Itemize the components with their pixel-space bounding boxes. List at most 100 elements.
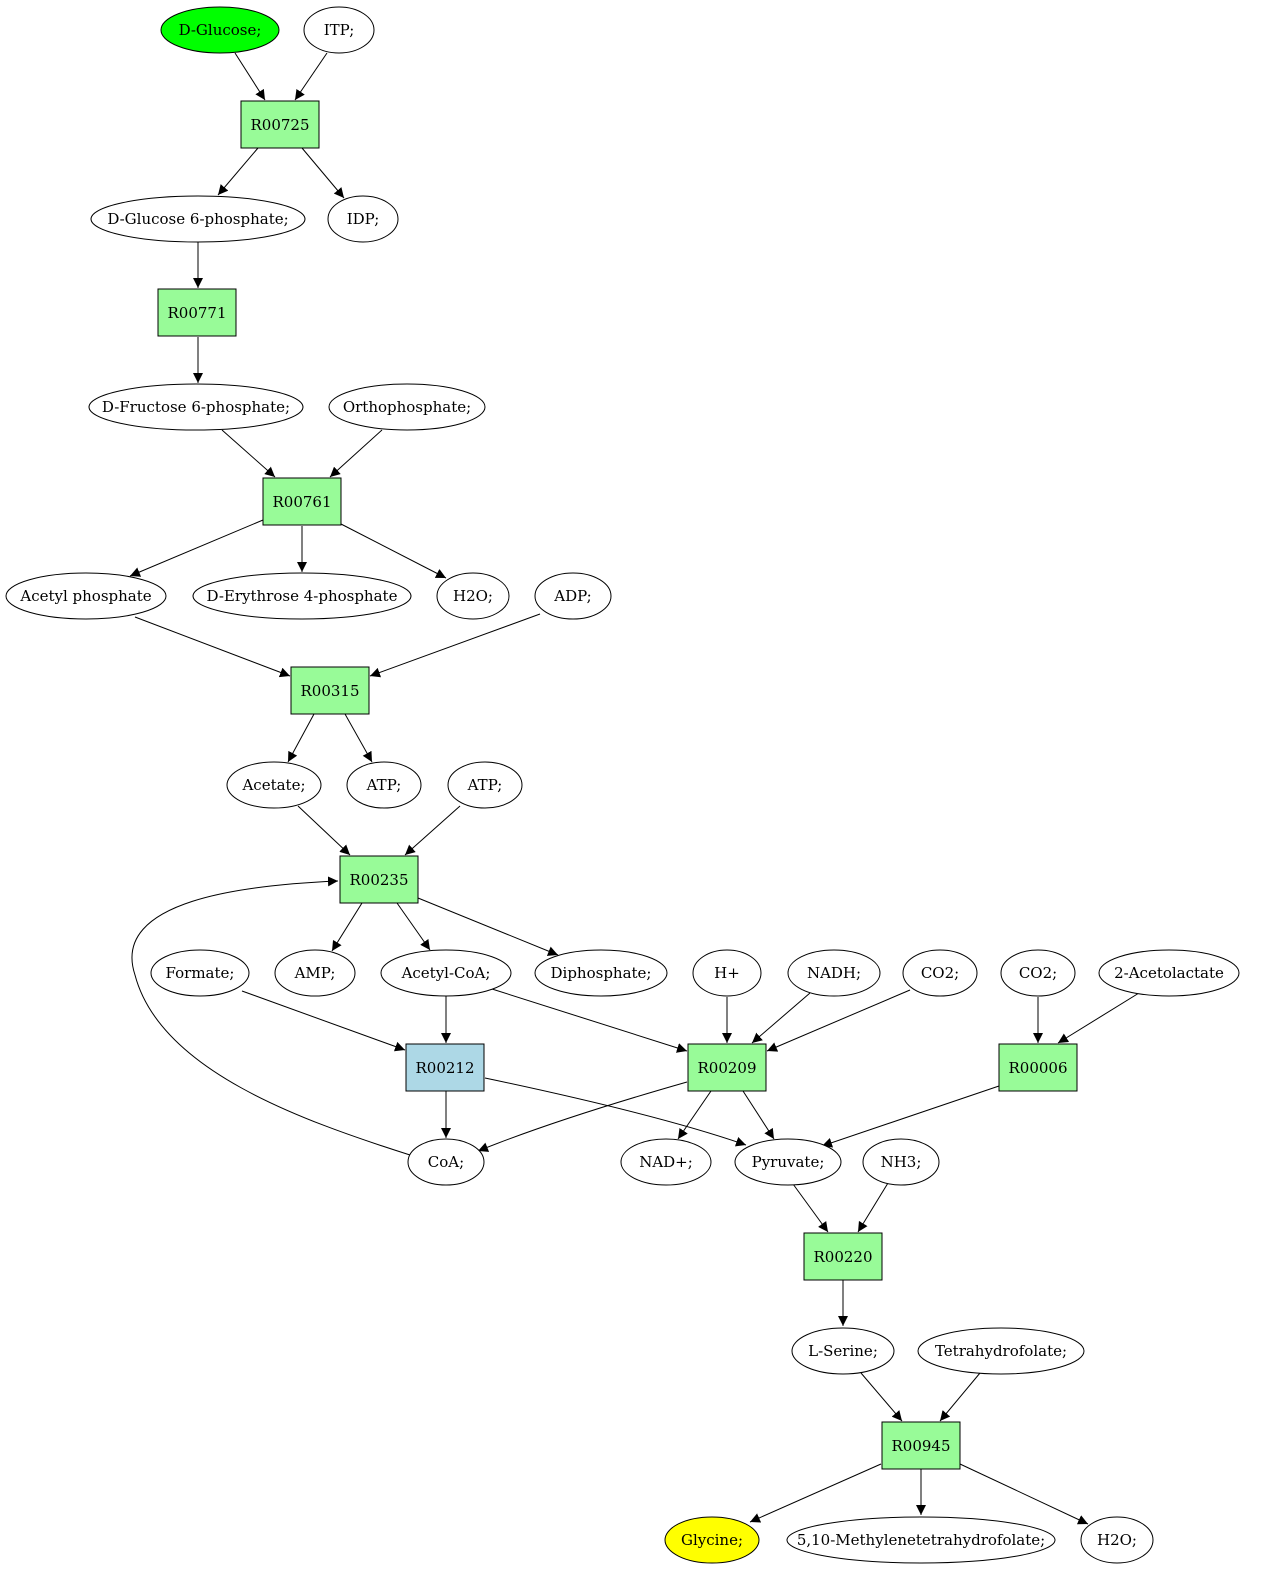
reaction-label: R00945	[891, 1437, 950, 1455]
node-coa[interactable]: CoA;	[407, 1138, 485, 1186]
node-label: ATP;	[467, 776, 503, 794]
reaction-r00761[interactable]: R00761	[262, 477, 342, 526]
edge-r00945-h2o	[959, 1463, 1089, 1525]
node-label: Formate;	[166, 964, 235, 982]
node-label: H2O;	[1097, 1531, 1137, 1549]
edge-r00212-pyruvate	[484, 1077, 747, 1147]
reaction-label: R00235	[349, 871, 408, 889]
node-nad-plus[interactable]: NAD+;	[620, 1138, 712, 1186]
node-h2o-1[interactable]: H2O;	[436, 572, 510, 620]
edge-pyruvate-r00220	[792, 1183, 829, 1233]
edge-r00209-coa	[477, 1081, 688, 1152]
edge-thf-r00945	[939, 1372, 981, 1422]
reaction-r00209[interactable]: R00209	[687, 1043, 767, 1092]
edge-r00315-acetate	[287, 713, 315, 763]
node-d-glucose[interactable]: D-Glucose;	[160, 6, 280, 54]
node-label: NAD+;	[639, 1153, 693, 1171]
reaction-r00220[interactable]: R00220	[803, 1232, 883, 1281]
node-d-fructose-6-phosphate[interactable]: D-Fructose 6-phosphate;	[88, 383, 304, 431]
edge-d-glucose-r00725	[234, 52, 266, 101]
node-label: NADH;	[807, 964, 861, 982]
node-atp-1[interactable]: ATP;	[346, 761, 422, 809]
node-adp[interactable]: ADP;	[534, 572, 612, 620]
node-glycine[interactable]: Glycine;	[664, 1516, 760, 1564]
node-acetyl-coa[interactable]: Acetyl-CoA;	[380, 949, 512, 997]
edge-nh3-r00220	[857, 1182, 889, 1233]
node-label: ATP;	[366, 776, 402, 794]
edges	[129, 52, 1140, 1525]
reaction-r00315[interactable]: R00315	[290, 666, 370, 715]
node-label: CO2;	[921, 964, 959, 982]
node-acetate[interactable]: Acetate;	[226, 761, 322, 809]
node-label: AMP;	[294, 964, 336, 982]
node-d-erythrose-4-phosphate[interactable]: D-Erythrose 4-phosphate	[192, 572, 412, 620]
node-diphosphate[interactable]: Diphosphate;	[534, 949, 668, 997]
node-label: CO2;	[1019, 964, 1057, 982]
node-label: ADP;	[553, 587, 591, 605]
edge-acetate-r00235	[297, 805, 351, 856]
edge-r00235-amp	[331, 902, 363, 952]
edge-r00945-glycine	[749, 1463, 882, 1523]
node-h-plus[interactable]: H+	[692, 949, 762, 997]
reaction-r00212[interactable]: R00212	[405, 1043, 485, 1092]
reaction-label: R00725	[250, 116, 309, 134]
node-idp[interactable]: IDP;	[327, 195, 399, 243]
node-co2-1[interactable]: CO2;	[902, 949, 978, 997]
node-formate[interactable]: Formate;	[150, 949, 250, 997]
edge-acetylcoa-r00209	[491, 988, 688, 1053]
node-label: 2-Acetolactate	[1114, 964, 1224, 982]
node-nadh[interactable]: NADH;	[787, 949, 881, 997]
node-amp[interactable]: AMP;	[274, 949, 356, 997]
node-tetrahydrofolate[interactable]: Tetrahydrofolate;	[917, 1327, 1085, 1375]
edge-r00209-nad	[677, 1090, 712, 1140]
node-5-10-methylenetetrahydrofolate[interactable]: 5,10-Methylenetetrahydrofolate;	[786, 1516, 1056, 1564]
node-label: Diphosphate;	[551, 964, 652, 982]
reaction-r00235[interactable]: R00235	[339, 855, 419, 904]
edge-formate-r00212	[241, 990, 406, 1052]
node-label: D-Glucose;	[179, 21, 262, 39]
node-acetyl-phosphate[interactable]: Acetyl phosphate	[5, 572, 167, 620]
node-label: D-Erythrose 4-phosphate	[207, 587, 398, 605]
reaction-label: R00771	[167, 304, 226, 322]
node-co2-2[interactable]: CO2;	[1000, 949, 1076, 997]
edge-coa-r00235	[131, 876, 411, 1156]
node-l-serine[interactable]: L-Serine;	[791, 1327, 895, 1375]
node-label: 5,10-Methylenetetrahydrofolate;	[797, 1531, 1045, 1549]
node-nh3[interactable]: NH3;	[862, 1138, 940, 1186]
node-label: D-Glucose 6-phosphate;	[107, 210, 288, 228]
reaction-r00006[interactable]: R00006	[998, 1043, 1078, 1092]
edge-acetylphosphate-r00315	[134, 616, 291, 678]
node-d-glucose-6-phosphate[interactable]: D-Glucose 6-phosphate;	[90, 195, 306, 243]
node-label: D-Fructose 6-phosphate;	[102, 398, 290, 416]
node-orthophosphate[interactable]: Orthophosphate;	[328, 383, 486, 431]
node-h2o-2[interactable]: H2O;	[1080, 1516, 1154, 1564]
reaction-r00725[interactable]: R00725	[240, 100, 320, 149]
edge-acetolactate-r00006	[1057, 992, 1140, 1044]
node-label: CoA;	[428, 1153, 464, 1171]
edge-lserine-r00945	[860, 1372, 903, 1422]
node-itp[interactable]: ITP;	[303, 6, 375, 54]
node-atp-2[interactable]: ATP;	[447, 761, 523, 809]
reaction-r00771[interactable]: R00771	[157, 288, 237, 337]
edge-atp2-r00235	[404, 805, 461, 856]
edge-r00761-h2o	[340, 523, 447, 579]
node-label: Acetyl phosphate	[19, 587, 151, 605]
reaction-r00945[interactable]: R00945	[881, 1421, 961, 1470]
node-label: H2O;	[453, 587, 493, 605]
edge-r00006-pyruvate	[821, 1085, 1000, 1148]
node-label: L-Serine;	[808, 1342, 878, 1360]
reaction-label: R00209	[697, 1059, 756, 1077]
node-2-acetolactate[interactable]: 2-Acetolactate	[1098, 949, 1240, 997]
edge-itp-r00725	[294, 52, 328, 101]
edge-co2-r00209	[766, 989, 911, 1052]
edge-fructose6p-r00761	[221, 429, 276, 478]
reaction-label: R00761	[272, 493, 331, 511]
edge-nadh-r00209	[751, 992, 811, 1044]
edge-r00235-acetylcoa	[396, 902, 431, 951]
node-label: Tetrahydrofolate;	[935, 1342, 1067, 1360]
edge-orthophosphate-r00761	[329, 429, 383, 478]
reaction-label: R00220	[813, 1248, 872, 1266]
node-pyruvate[interactable]: Pyruvate;	[734, 1138, 842, 1186]
